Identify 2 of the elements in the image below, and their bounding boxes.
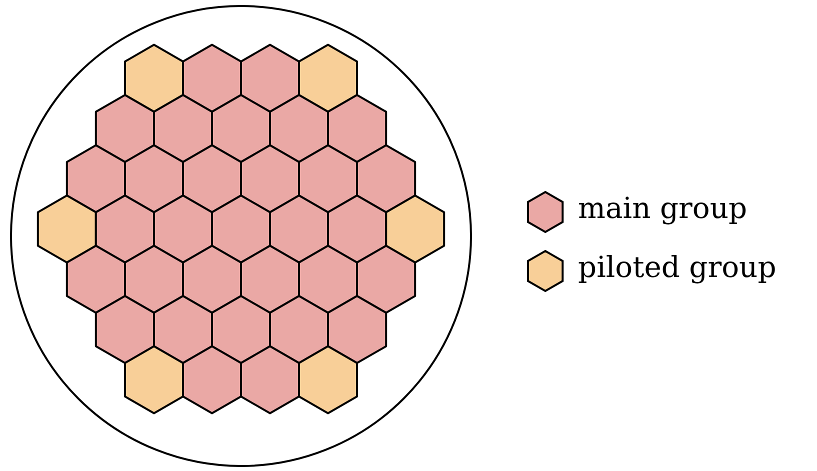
legend-label: piloted group xyxy=(578,250,776,284)
legend-label: main group xyxy=(578,191,748,225)
